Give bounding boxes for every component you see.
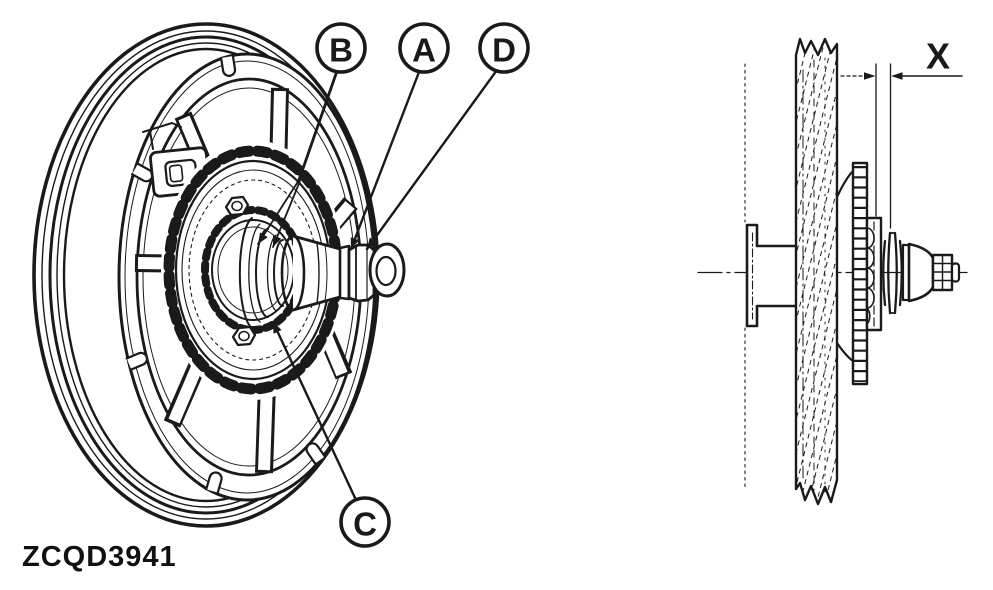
dimension-arrow-left — [864, 72, 876, 80]
axle-end-cap — [368, 242, 406, 298]
axle-end-hole — [375, 255, 397, 287]
leader-line-a — [349, 70, 421, 251]
callout-a-label: A — [412, 32, 436, 69]
callout-leader-lines — [257, 68, 499, 502]
dimension-x-label: X — [926, 36, 950, 77]
leader-line-b — [257, 69, 339, 248]
leader-line-d — [365, 68, 499, 251]
dimension-arrow-right — [891, 72, 903, 80]
callout-balloons: B A D C — [315, 22, 530, 548]
figure-code: ZCQD3941 — [22, 541, 177, 573]
axle-nut-section — [901, 242, 961, 303]
callout-d: D — [478, 22, 530, 74]
callout-d-label: D — [492, 32, 516, 69]
axle-assembly-front — [280, 234, 406, 312]
callout-b: B — [315, 22, 367, 74]
rim-notches — [125, 54, 327, 494]
dimension-x: X — [840, 36, 963, 229]
callout-b-label: B — [329, 32, 353, 69]
callout-c-label: C — [353, 506, 377, 543]
hub-transition-bottom — [835, 341, 855, 363]
sprocket-section — [851, 161, 883, 386]
callout-c: C — [339, 496, 391, 548]
sprocket-nut-upper — [224, 195, 250, 217]
wheel-disc-section — [794, 37, 839, 506]
callout-a: A — [398, 22, 450, 74]
spacer-stack-section — [882, 231, 903, 315]
leader-line-c — [271, 320, 358, 502]
wheel-front-view — [32, 22, 406, 528]
wheel-side-section-view: X — [697, 36, 968, 506]
hub-transition-top — [835, 169, 855, 199]
hub-flange-section — [745, 223, 797, 328]
sprocket-nut-lower — [231, 325, 257, 347]
